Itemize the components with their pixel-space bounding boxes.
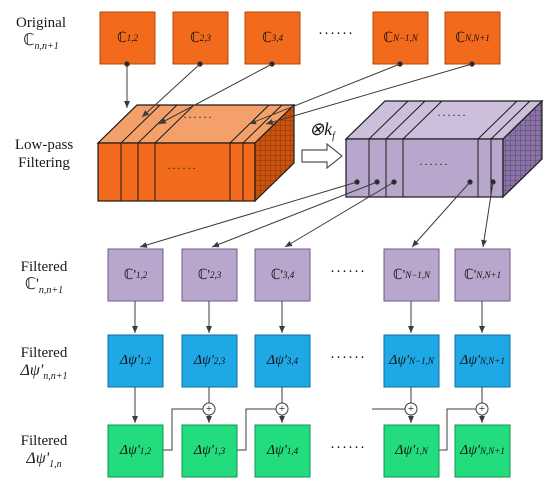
filtered-dpsi-cum-row xyxy=(107,424,511,478)
label-filtered-dpsi: Filtered Δψ'n,n+1 xyxy=(20,345,68,382)
filtered-dpsi-box-2 xyxy=(181,334,238,388)
filter-arrow xyxy=(301,142,343,170)
filtered-c-box-2-label: ℂ'2,3 xyxy=(197,267,222,283)
filtered-dpsi-box-4-label: Δψ'N−1,N xyxy=(389,353,434,368)
filtered-c-box-5 xyxy=(454,248,511,302)
filtered-c-box-4 xyxy=(383,248,440,302)
filtered-cum-box-3 xyxy=(254,424,311,478)
orange-data-cube xyxy=(96,103,296,203)
original-to-cube-links xyxy=(124,61,475,125)
label-original: Original ℂn,n+1 xyxy=(16,15,66,52)
filtered-cum-box-4 xyxy=(383,424,440,478)
filtered-cum-box-5-label: Δψ'N,N+1 xyxy=(460,443,505,458)
c-to-dpsi-arrows xyxy=(132,301,485,333)
filtered-c-box-2 xyxy=(181,248,238,302)
convolution-operator: ⊗kf xyxy=(309,119,335,142)
plus-node-4 xyxy=(404,402,418,416)
filtered-cum-box-4-label: Δψ'1,N xyxy=(395,443,428,458)
filtered-c-box-3 xyxy=(254,248,311,302)
filtered-dpsi-box-2-label: Δψ'2,3 xyxy=(193,353,226,368)
filtered-c-box-4-label: ℂ'N−1,N xyxy=(392,267,431,283)
filtered-dpsi-box-1-label: Δψ'1,2 xyxy=(119,353,152,368)
filtered-dpsi-box-5-label: Δψ'N,N+1 xyxy=(460,353,505,368)
filtered-cum-box-2 xyxy=(181,424,238,478)
original-box-3 xyxy=(244,11,301,65)
filtered-c-box-1 xyxy=(107,248,164,302)
ellipsis-orange-top: ······ xyxy=(183,110,213,124)
filtered-c-box-3-label: ℂ'3,4 xyxy=(270,267,295,283)
filtered-c-box-5-label: ℂ'N,N+1 xyxy=(463,267,502,283)
ellipsis-row4: ······ xyxy=(330,440,366,456)
filtered-dpsi-box-3-label: Δψ'3,4 xyxy=(266,353,299,368)
filtered-cum-box-1 xyxy=(107,424,164,478)
ellipsis-purple-top: ······ xyxy=(437,108,467,122)
filtered-cum-box-3-label: Δψ'1,4 xyxy=(266,443,299,458)
filtered-dpsi-box-1 xyxy=(107,334,164,388)
plus-node-5 xyxy=(475,402,489,416)
filtered-cum-box-2-label: Δψ'1,3 xyxy=(193,443,226,458)
original-box-2 xyxy=(172,11,229,65)
plus-sign-5: + xyxy=(478,403,486,415)
plus-node-3 xyxy=(275,402,289,416)
label-filtered-cum: Filtered Δψ'1,n xyxy=(20,433,68,470)
original-row xyxy=(99,11,501,65)
ellipsis-row1: ······ xyxy=(318,26,354,42)
plus-sign-4: + xyxy=(407,403,415,415)
label-filtered-c: Filtered ℂ'n,n+1 xyxy=(20,259,68,296)
cube-to-filtered-links xyxy=(139,179,496,248)
filtered-c-box-1-label: ℂ'1,2 xyxy=(123,267,148,283)
filtered-c-row xyxy=(107,248,511,302)
original-box-1 xyxy=(99,11,156,65)
plus-sign-2: + xyxy=(205,403,213,415)
filtered-dpsi-box-3 xyxy=(254,334,311,388)
ellipsis-row3: ······ xyxy=(330,350,366,366)
original-box-4 xyxy=(372,11,429,65)
ellipsis-row2: ······ xyxy=(330,264,366,280)
label-lowpass: Low-pass Filtering xyxy=(14,137,74,171)
filtered-cum-box-5 xyxy=(454,424,511,478)
ellipsis-orange-front: ······ xyxy=(167,161,197,175)
ellipsis-purple-front: ······ xyxy=(419,157,449,171)
cumsum-links xyxy=(132,387,489,451)
plus-sign-3: + xyxy=(278,403,286,415)
purple-data-cube xyxy=(344,99,544,199)
filtered-cum-box-1-label: Δψ'1,2 xyxy=(119,443,152,458)
plus-node-2 xyxy=(202,402,216,416)
